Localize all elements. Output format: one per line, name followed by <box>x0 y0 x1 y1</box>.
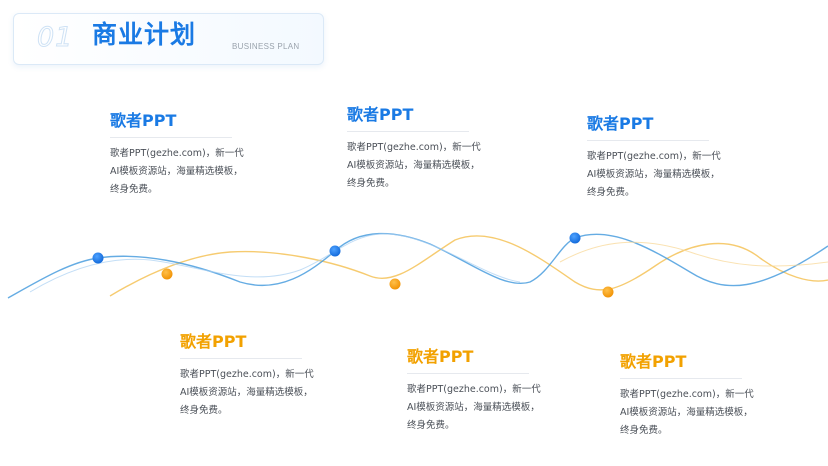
timeline-item-3: 歌者PPT 歌者PPT(gezhe.com)，新一代AI模板资源站，海量精选模板… <box>347 105 487 193</box>
page-subtitle: BUSINESS PLAN <box>232 42 300 51</box>
page-title: 商业计划 <box>92 20 197 49</box>
item-title: 歌者PPT <box>587 114 654 133</box>
timeline-dot-5 <box>569 232 581 244</box>
item-description: 歌者PPT(gezhe.com)，新一代AI模板资源站，海量精选模板，终身免费。 <box>620 389 754 437</box>
divider <box>347 131 469 133</box>
item-title: 歌者PPT <box>620 352 687 371</box>
header-panel <box>13 13 324 65</box>
item-description: 歌者PPT(gezhe.com)，新一代AI模板资源站，海量精选模板，终身免费。 <box>587 151 721 199</box>
timeline-dot-3 <box>329 245 341 257</box>
timeline-dot-6 <box>602 286 614 298</box>
timeline-dot-4 <box>389 278 401 290</box>
timeline-item-6: 歌者PPT 歌者PPT(gezhe.com)，新一代AI模板资源站，海量精选模板… <box>620 352 760 440</box>
item-title: 歌者PPT <box>347 105 414 124</box>
timeline-item-2: 歌者PPT 歌者PPT(gezhe.com)，新一代AI模板资源站，海量精选模板… <box>180 332 320 420</box>
timeline-item-4: 歌者PPT 歌者PPT(gezhe.com)，新一代AI模板资源站，海量精选模板… <box>407 347 547 435</box>
orange-wave <box>109 235 828 297</box>
item-description: 歌者PPT(gezhe.com)，新一代AI模板资源站，海量精选模板，终身免费。 <box>110 148 244 196</box>
item-title: 歌者PPT <box>110 111 177 130</box>
divider <box>587 140 709 142</box>
item-title: 歌者PPT <box>180 332 247 351</box>
item-description: 歌者PPT(gezhe.com)，新一代AI模板资源站，海量精选模板，终身免费。 <box>180 369 314 417</box>
orange-wave-strand <box>559 241 828 267</box>
timeline-dot-2 <box>161 268 173 280</box>
item-description: 歌者PPT(gezhe.com)，新一代AI模板资源站，海量精选模板，终身免费。 <box>407 384 541 432</box>
divider <box>110 137 232 139</box>
blue-wave <box>7 232 828 299</box>
item-title: 歌者PPT <box>407 347 474 366</box>
blue-wave-strand <box>29 233 521 293</box>
divider <box>620 378 742 380</box>
item-description: 歌者PPT(gezhe.com)，新一代AI模板资源站，海量精选模板，终身免费。 <box>347 142 481 190</box>
divider <box>180 358 302 360</box>
timeline-item-5: 歌者PPT 歌者PPT(gezhe.com)，新一代AI模板资源站，海量精选模板… <box>587 114 727 202</box>
divider <box>407 373 529 375</box>
timeline-dot-1 <box>92 252 104 264</box>
section-number: 01 <box>36 22 74 53</box>
timeline-item-1: 歌者PPT 歌者PPT(gezhe.com)，新一代AI模板资源站，海量精选模板… <box>110 111 250 199</box>
